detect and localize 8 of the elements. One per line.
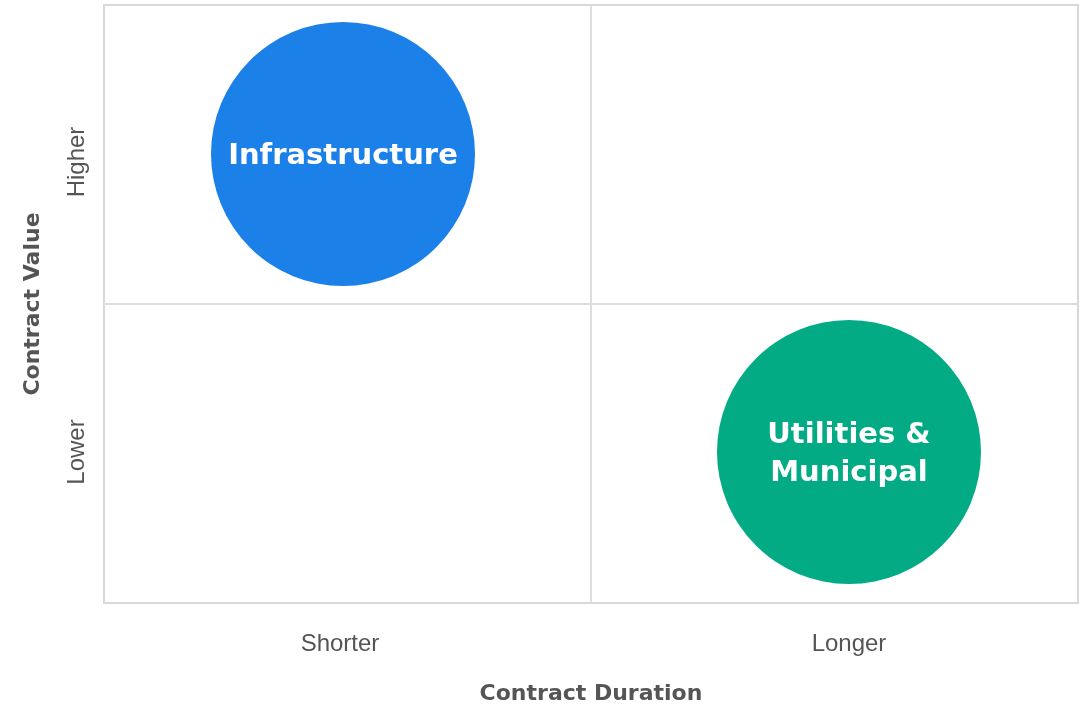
- axis-title: Contract Value: [18, 212, 44, 396]
- bubble-label: Infrastructure: [228, 136, 458, 173]
- axis-tick-label: Shorter: [300, 629, 380, 657]
- axis-tick-label: Longer: [811, 629, 887, 657]
- axis-tick-label: Lower: [62, 419, 90, 485]
- axis-tick-label: Higher: [62, 126, 90, 198]
- bubble-label: Utilities & Municipal: [766, 415, 932, 490]
- axis-title: Contract Duration: [479, 679, 703, 705]
